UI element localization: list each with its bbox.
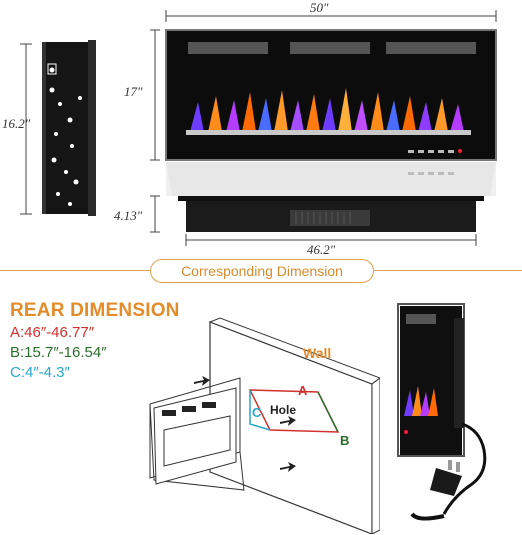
label-a: A	[298, 383, 308, 398]
base-width-label: 46.2″	[307, 242, 336, 257]
front-height-label: 17″	[124, 84, 143, 99]
installed-fireplace-photo	[397, 303, 487, 521]
front-view-diagram	[150, 10, 497, 246]
spec-c: C:4″-4.3″	[10, 364, 70, 381]
banner-line-left	[0, 270, 150, 271]
wall-label: Wall	[303, 345, 332, 361]
side-view-diagram	[20, 40, 96, 216]
spec-b: B:15.7″-16.54″	[10, 344, 107, 361]
banner-text: Corresponding Dimension	[181, 263, 343, 279]
base-depth-label: 4.13″	[114, 208, 143, 223]
corresponding-dimension-banner: Corresponding Dimension	[150, 259, 374, 283]
front-width-label: 50″	[310, 0, 329, 15]
rear-dimension-title: REAR DIMENSION	[10, 300, 180, 321]
label-b: B	[340, 433, 350, 448]
spec-a: A:46″-46.77″	[10, 324, 95, 341]
banner-line-right	[372, 270, 522, 271]
wall-installation-diagram	[149, 317, 380, 534]
side-height-label: 16.2″	[2, 116, 31, 131]
hole-label: Hole	[270, 403, 297, 417]
label-c: C	[252, 405, 262, 420]
